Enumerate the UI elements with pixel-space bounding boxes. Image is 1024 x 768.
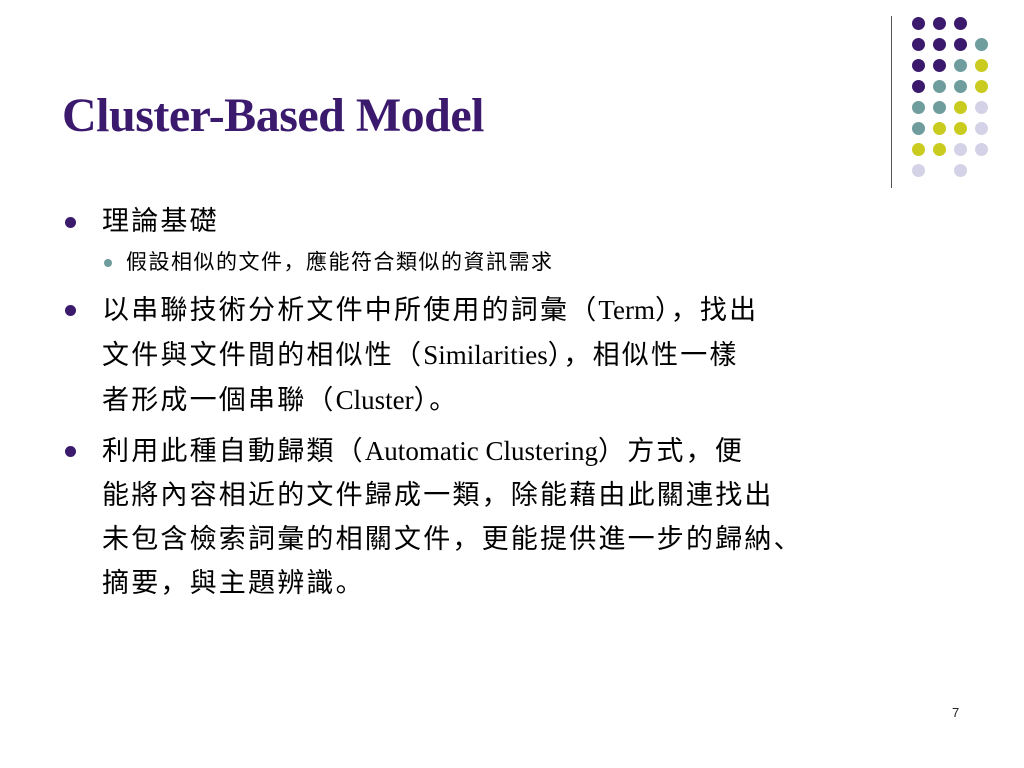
decorative-dot xyxy=(975,101,988,114)
slide-title: Cluster-Based Model xyxy=(62,89,485,142)
bullet-text: 假設相似的文件，應能符合類似的資訊需求 xyxy=(126,250,554,274)
decorative-dot xyxy=(975,38,988,51)
decorative-dot xyxy=(912,122,925,135)
bullet-icon xyxy=(65,446,76,457)
bullet-text: ），找出 xyxy=(655,295,759,326)
bullet-line: 文件與文件間的相似性（Similarities），相似性一樣 xyxy=(102,333,992,378)
bullet-text: ）。 xyxy=(413,385,459,416)
bullet-line: 未包含檢索詞彙的相關文件，更能提供進一步的歸納、 xyxy=(102,518,992,562)
decorative-dot xyxy=(954,101,967,114)
bullet-line: 假設相似的文件，應能符合類似的資訊需求 xyxy=(126,246,992,278)
bullet-line: 理論基礎 xyxy=(102,200,992,244)
bullet-line: 摘要，與主題辨識。 xyxy=(102,562,992,606)
decorative-dot xyxy=(954,143,967,156)
bullet-icon xyxy=(104,259,112,267)
decorative-dot xyxy=(912,143,925,156)
decorative-dot xyxy=(912,59,925,72)
decorative-dot xyxy=(975,80,988,93)
bullet-text: 理論基礎 xyxy=(102,206,219,237)
decorative-dot xyxy=(912,38,925,51)
decorative-dot xyxy=(975,143,988,156)
decorative-dot xyxy=(975,122,988,135)
decorative-dot xyxy=(933,80,946,93)
decorative-dot xyxy=(954,164,967,177)
bullet-item: 理論基礎 xyxy=(62,200,992,244)
latin-term: Term xyxy=(598,295,655,325)
decorative-dot xyxy=(912,164,925,177)
decorative-dot xyxy=(912,101,925,114)
bullet-line: 者形成一個串聯（Cluster）。 xyxy=(102,378,992,423)
decorative-dot xyxy=(954,17,967,30)
decorative-dot xyxy=(954,38,967,51)
bullet-text: 文件與文件間的相似性（ xyxy=(102,340,424,371)
bullet-text: 以串聯技術分析文件中所使用的詞彙（ xyxy=(102,295,599,326)
decorative-dot xyxy=(954,122,967,135)
decorative-dot xyxy=(912,17,925,30)
decorative-dot xyxy=(933,38,946,51)
bullet-line: 以串聯技術分析文件中所使用的詞彙（Term），找出 xyxy=(102,288,992,333)
bullet-icon xyxy=(65,305,76,316)
decorative-dot xyxy=(975,59,988,72)
bullet-item: 以串聯技術分析文件中所使用的詞彙（Term），找出文件與文件間的相似性（Simi… xyxy=(62,288,992,423)
decorative-dot xyxy=(933,101,946,114)
bullet-text: 利用此種自動歸類（ xyxy=(102,436,365,467)
bullet-list: 理論基礎假設相似的文件，應能符合類似的資訊需求以串聯技術分析文件中所使用的詞彙（… xyxy=(62,200,992,612)
bullet-text: 能將內容相近的文件歸成一類，除能藉由此關連找出 xyxy=(102,480,774,511)
decorative-dot xyxy=(933,122,946,135)
bullet-line: 利用此種自動歸類（Automatic Clustering）方式，便 xyxy=(102,429,992,474)
divider-line xyxy=(891,16,892,188)
latin-term: Automatic Clustering xyxy=(364,436,599,466)
decorative-dot xyxy=(933,143,946,156)
page-number: 7 xyxy=(952,705,960,720)
bullet-text: 者形成一個串聯（ xyxy=(102,385,336,416)
bullet-text: ），相似性一樣 xyxy=(547,340,739,371)
bullet-icon xyxy=(65,217,76,228)
decorative-dot xyxy=(954,59,967,72)
bullet-text: 未包含檢索詞彙的相關文件，更能提供進一步的歸納、 xyxy=(102,524,803,555)
decorative-dot xyxy=(933,59,946,72)
bullet-text: 摘要，與主題辨識。 xyxy=(102,568,365,599)
bullet-line: 能將內容相近的文件歸成一類，除能藉由此關連找出 xyxy=(102,474,992,518)
latin-term: Similarities xyxy=(423,340,548,370)
latin-term: Cluster xyxy=(335,385,414,415)
sub-bullet-item: 假設相似的文件，應能符合類似的資訊需求 xyxy=(104,246,992,278)
decorative-dot xyxy=(912,80,925,93)
decorative-dot xyxy=(933,17,946,30)
decorative-dot-grid xyxy=(0,0,1024,200)
decorative-dot xyxy=(954,80,967,93)
bullet-text: ）方式，便 xyxy=(598,436,745,467)
bullet-item: 利用此種自動歸類（Automatic Clustering）方式，便能將內容相近… xyxy=(62,429,992,606)
